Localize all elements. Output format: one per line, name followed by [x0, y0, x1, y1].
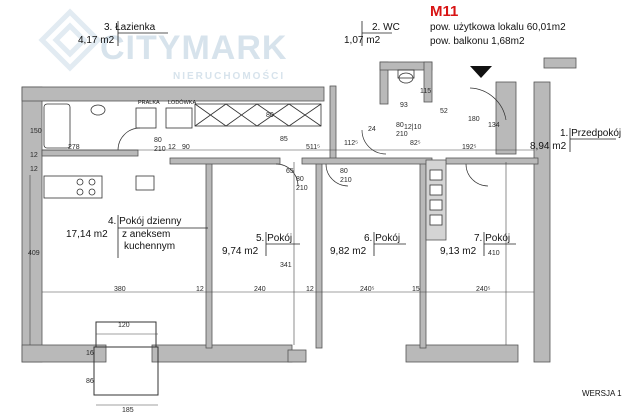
- room-4-area: 17,14 m2: [66, 229, 108, 240]
- wall-room7-left: [419, 161, 427, 349]
- watermark-sub: NIERUCHOMOŚCI: [173, 71, 286, 82]
- dim: 150: [30, 128, 42, 135]
- room-1-area: 8,94 m2: [530, 141, 567, 152]
- room-5-label: 5. Pokój: [256, 233, 293, 244]
- dim: 80: [296, 176, 304, 183]
- dim: 16: [86, 350, 94, 357]
- dim: 12: [30, 152, 38, 159]
- dim: 115: [420, 88, 432, 95]
- wall-bottom-3: [405, 344, 519, 363]
- dim: 80: [340, 168, 348, 175]
- dim: 240⁵: [360, 286, 375, 293]
- dim: 112⁵: [344, 140, 359, 147]
- dim: 410: [488, 250, 500, 257]
- wall-bath-right: [329, 85, 337, 163]
- usable-area: pow. użytkowa lokalu 60,01m2: [430, 22, 566, 33]
- room-6-area: 9,82 m2: [330, 246, 367, 257]
- unit-code: M11: [430, 3, 459, 20]
- room-3-area: 4,17 m2: [78, 35, 115, 46]
- dim: 210: [340, 177, 352, 184]
- balcony-area: pow. balkonu 1,68m2: [430, 36, 525, 47]
- fixture-label-1: PRALKA: [138, 100, 160, 106]
- dim: 12: [306, 286, 314, 293]
- room-4-extra2: kuchennym: [124, 241, 176, 252]
- wall-corridor-2: [301, 157, 433, 165]
- dim: 65: [286, 168, 294, 175]
- wall-bath-bottom: [41, 149, 139, 157]
- dim: 511⁵: [306, 144, 321, 151]
- dim: 24: [368, 126, 376, 133]
- dim: 86: [86, 378, 94, 385]
- wall-corridor-1: [169, 157, 281, 165]
- wall-pillar: [287, 349, 307, 363]
- dim: 134: [488, 122, 500, 129]
- room-2-area: 1,07 m2: [344, 35, 381, 46]
- dim: 12: [168, 144, 176, 151]
- dim: 240: [254, 286, 266, 293]
- entry-arrow-icon: [470, 66, 492, 78]
- sink: [90, 104, 106, 116]
- dim: 341: [280, 262, 292, 269]
- dim: 278: [68, 144, 80, 151]
- dim: 192⁵: [462, 144, 477, 151]
- wall-room6-left: [315, 161, 323, 349]
- dim: 85: [280, 136, 288, 143]
- lodowka: [165, 107, 193, 129]
- room-7-label: 7. Pokój: [474, 233, 511, 244]
- room-4-extra1: z aneksem: [122, 229, 171, 240]
- dim: 80: [266, 112, 274, 119]
- dim: 210: [154, 146, 166, 153]
- wall-corridor-3: [445, 157, 539, 165]
- room-5-area: 9,74 m2: [222, 246, 259, 257]
- pralka: [135, 107, 157, 129]
- wall-top-right: [543, 57, 577, 69]
- dim: 90: [182, 144, 190, 151]
- version-label: WERSJA 1: [582, 389, 622, 398]
- dim: 12: [30, 166, 38, 173]
- wall-right: [533, 81, 551, 363]
- wall-bottom-2: [151, 344, 293, 363]
- dim: 120: [118, 322, 130, 329]
- dim: 15: [412, 286, 420, 293]
- dim: 180: [468, 116, 480, 123]
- dim: 12: [196, 286, 204, 293]
- dim: 210: [396, 131, 408, 138]
- room-7-area: 9,13 m2: [440, 246, 477, 257]
- dim: 52: [440, 108, 448, 115]
- kitchen-counter: [43, 175, 103, 199]
- dim: 12|10: [404, 124, 422, 131]
- room-1-label: 1. Przedpokój: [560, 128, 622, 139]
- dim: 82⁵: [410, 140, 421, 147]
- room-2-label: 2. WC: [372, 22, 400, 33]
- wall-top-left: [21, 86, 325, 102]
- dim: 80: [154, 137, 162, 144]
- kitchen-counter-top: [194, 103, 322, 127]
- wall-entry: [495, 81, 517, 155]
- wall-wc-right: [423, 61, 433, 103]
- watermark-brand: CITYMARK: [100, 29, 288, 67]
- room-3-label: 3. Łazienka: [104, 22, 156, 33]
- dim: 240⁵: [476, 286, 491, 293]
- wall-bottom-1: [21, 344, 107, 363]
- room-4-label: 4. Pokój dzienny: [108, 216, 182, 227]
- dim: 80: [396, 122, 404, 129]
- dim: 409: [28, 250, 40, 257]
- dim: 210: [296, 185, 308, 192]
- fixture-label-2: LODÓWKA: [168, 100, 197, 106]
- bathtub: [43, 103, 71, 149]
- wall-room5-left: [205, 161, 213, 349]
- dim: 380: [114, 286, 126, 293]
- room-6-label: 6. Pokój: [364, 233, 401, 244]
- dim: 185: [122, 407, 134, 414]
- dim: 93: [400, 102, 408, 109]
